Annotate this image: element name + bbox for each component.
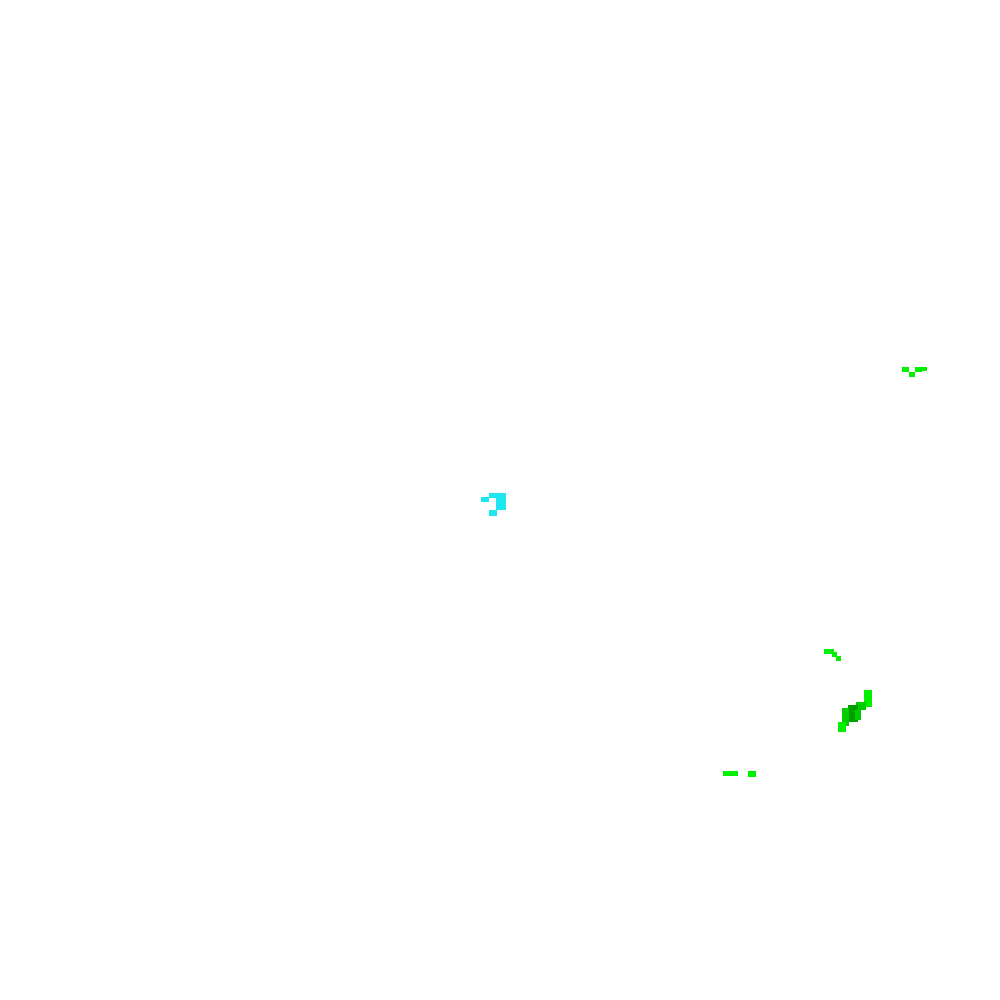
- green-fragment-right-pixel-1: [824, 649, 834, 654]
- green-fragment-top-right-pixel-1: [902, 367, 909, 372]
- green-cluster-lower-right-pixel-2: [856, 702, 866, 710]
- green-fragment-top-right-pixel-2: [909, 372, 915, 377]
- cyan-fragment-center-pixel-4: [489, 510, 497, 516]
- green-fragment-bottom: [723, 771, 756, 777]
- green-cluster-lower-right-pixel-4: [842, 708, 849, 726]
- green-fragment-right-pixel-3: [836, 656, 841, 661]
- green-cluster-lower-right-pixel-1: [864, 690, 872, 707]
- green-fragment-right-pixel-2: [832, 652, 837, 657]
- green-fragment-bottom-pixel-1: [723, 771, 738, 776]
- cyan-fragment-center: [481, 493, 506, 516]
- cyan-fragment-center-pixel-2: [489, 493, 497, 498]
- green-fragment-bottom-pixel-2: [748, 771, 756, 777]
- green-fragment-top-right-pixel-4: [922, 367, 927, 371]
- green-cluster-lower-right: [838, 690, 872, 732]
- cyan-fragment-center-pixel-1: [481, 497, 489, 502]
- green-cluster-lower-right-pixel-6: [855, 710, 861, 720]
- green-fragment-right: [824, 649, 841, 661]
- green-fragment-top-right: [902, 367, 927, 377]
- green-cluster-lower-right-pixel-3: [848, 705, 858, 722]
- cyan-fragment-center-pixel-3: [496, 493, 506, 510]
- green-cluster-lower-right-pixel-5: [838, 722, 846, 732]
- green-fragment-top-right-pixel-3: [915, 367, 922, 372]
